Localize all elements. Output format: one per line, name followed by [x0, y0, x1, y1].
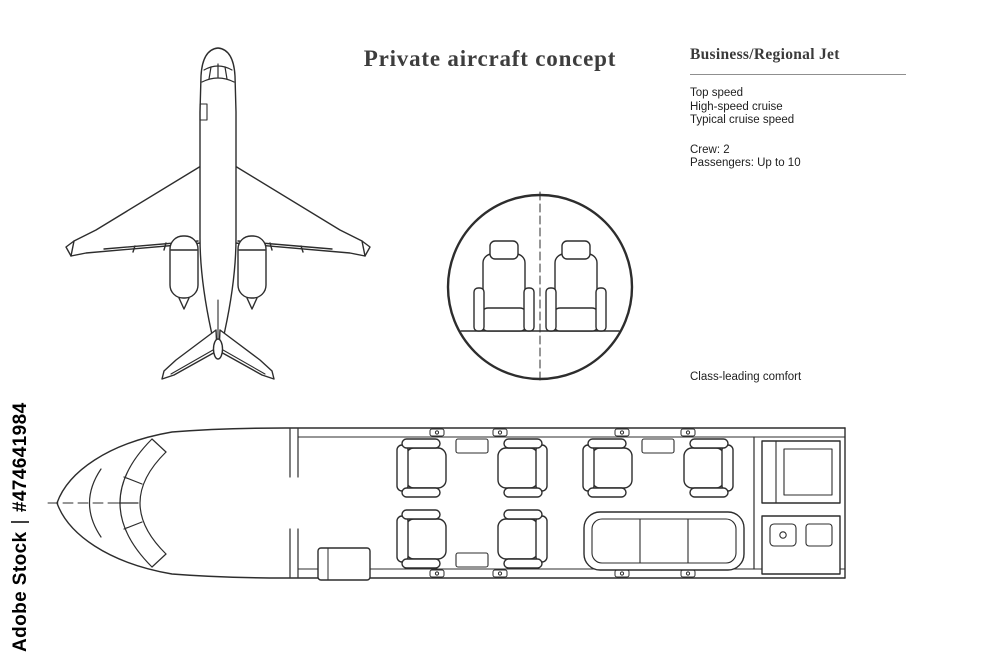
windshield — [118, 438, 167, 568]
sofa — [583, 511, 745, 571]
left-elevator-line — [170, 349, 214, 375]
watermark: Adobe Stock | #474641984 — [9, 402, 32, 652]
passenger-seat — [497, 509, 548, 569]
spec-line-passengers: Passengers: Up to 10 — [690, 157, 801, 169]
sink-basin — [779, 531, 787, 539]
spec-line-high-speed-cruise: High-speed cruise — [690, 100, 783, 113]
spec-line-typical-cruise-speed: Typical cruise speed — [690, 114, 795, 126]
seat-armrest — [473, 287, 485, 332]
seat-cushion — [552, 307, 600, 332]
left-seat-front-view — [473, 240, 535, 332]
fuselage-outline-top — [56, 427, 846, 504]
seat-headrest — [489, 240, 519, 260]
seat-armrest — [545, 287, 557, 332]
seat-armrest — [595, 287, 607, 332]
radome-bulkhead — [89, 468, 102, 538]
side-table — [641, 438, 675, 454]
left-stabilizer — [161, 329, 218, 380]
spec-line-crew: Crew: 2 — [690, 143, 730, 156]
passenger-seat — [396, 509, 447, 569]
entry-door — [317, 547, 371, 581]
spec-line-top-speed: Top speed — [690, 87, 744, 99]
right-stabilizer — [218, 329, 275, 380]
capacity-specs: Crew: 2 Passengers: Up to 10 — [690, 144, 906, 171]
comfort-caption: Class-leading comfort — [690, 371, 802, 383]
side-table — [455, 438, 489, 454]
cockpit-windows — [201, 63, 235, 83]
right-seat-front-view — [545, 240, 607, 332]
left-engine-exhaust-cone — [178, 297, 190, 310]
left-engine-nacelle — [169, 235, 199, 299]
seat-headrest — [561, 240, 591, 260]
right-engine-nacelle — [237, 235, 267, 299]
passenger-seat — [497, 438, 548, 498]
side-table — [455, 552, 489, 568]
fuselage-cross-section — [446, 191, 634, 385]
right-winglet — [361, 240, 371, 257]
seat-armrest — [523, 287, 535, 332]
engines — [169, 235, 267, 310]
watermark-brand: Adobe Stock — [10, 531, 31, 652]
seat-cushion — [480, 307, 528, 332]
tailplane — [161, 329, 275, 380]
spec-heading: Business/Regional Jet — [690, 46, 840, 63]
tail-cone — [212, 338, 224, 360]
passenger-seat — [683, 438, 734, 498]
passenger-seat — [582, 438, 633, 498]
cockpit-bulkhead — [289, 428, 299, 578]
wings — [65, 165, 371, 257]
cabin-floor-plan — [47, 427, 846, 581]
passenger-seat — [396, 438, 447, 498]
watermark-asset-id: #474641984 — [10, 402, 31, 513]
left-winglet — [65, 240, 75, 257]
spec-panel: Business/Regional Jet Top speed High-spe… — [690, 46, 906, 171]
fuselage-outline-bottom — [56, 502, 846, 579]
watermark-separator: | — [9, 519, 30, 525]
right-elevator-line — [222, 349, 266, 375]
fuselage-ring — [446, 193, 634, 381]
fuselage-door-outline — [199, 103, 208, 121]
galley-unit — [761, 440, 841, 504]
page-title: Private aircraft concept — [363, 46, 617, 71]
spec-divider — [690, 74, 906, 75]
right-engine-exhaust-cone — [246, 297, 258, 310]
lavatory-unit — [761, 515, 841, 575]
aircraft-top-view — [65, 47, 371, 380]
performance-specs: Top speed High-speed cruise Typical crui… — [690, 87, 906, 128]
